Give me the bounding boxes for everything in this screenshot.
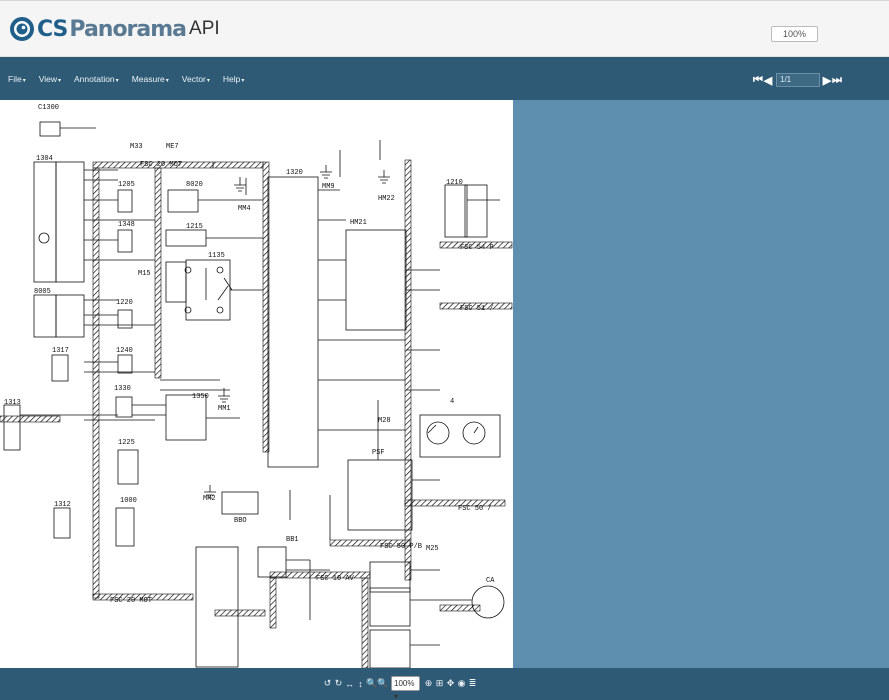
zoom-window-icon[interactable]: ⊕ [424, 678, 433, 688]
schematic-label: 1240 [116, 347, 133, 355]
menu-view[interactable]: View▾ [39, 74, 61, 84]
prev-page-icon[interactable]: ◀ [763, 74, 773, 87]
rotate-left-icon[interactable]: ↺ [323, 678, 332, 688]
schematic-label: MM4 [238, 205, 251, 213]
zoom-select[interactable]: 100% ▾ [391, 676, 420, 700]
schematic-label: BB1 [286, 536, 299, 544]
caret-down-icon: ▾ [241, 77, 245, 84]
schematic-label: FSC 50 P/B [380, 543, 422, 551]
menu-annotation[interactable]: Annotation▾ [74, 74, 119, 84]
fit-width-icon[interactable]: ↔ [345, 678, 354, 689]
zoom-box-icon[interactable]: ⊞ [435, 678, 444, 688]
schematic-label: 1000 [120, 497, 137, 505]
harness-bundles [0, 159, 513, 668]
menu-file[interactable]: File▾ [8, 74, 26, 84]
schematic-label: FSC 54 P [460, 244, 494, 252]
caret-down-icon: ▾ [58, 77, 62, 84]
wires [20, 127, 500, 646]
zoom-out-icon[interactable]: 🔍 [377, 678, 389, 688]
schematic-label: 8005 [34, 288, 51, 296]
chevron-down-icon: ▾ [394, 692, 399, 700]
view-tools: ↺ ↻ ↔ ↕ 🔍 🔍 100% ▾ ⊕ ⊞ ✥ ◉ ≣ [322, 676, 478, 700]
caret-down-icon: ▾ [165, 77, 169, 84]
schematic-label: C1300 [38, 104, 59, 112]
schematic-label: 1205 [118, 181, 135, 189]
caret-down-icon: ▾ [22, 77, 26, 84]
panorama-eye-icon [10, 17, 34, 41]
bottom-toolbar: ↺ ↻ ↔ ↕ 🔍 🔍 100% ▾ ⊕ ⊞ ✥ ◉ ≣ [0, 668, 889, 700]
schematic-label: HM21 [350, 219, 367, 227]
schematic-label: MM2 [203, 495, 216, 503]
zoom-select-value: 100% [394, 679, 415, 688]
page-navigator: ⏮ ◀ 1/1 ▶ ⏭ [753, 73, 842, 87]
schematic-label: 1313 [4, 399, 21, 407]
fit-height-icon[interactable]: ↕ [358, 678, 363, 689]
schematic-label: M33 [130, 143, 143, 151]
logo-panorama-text: Panorama [69, 16, 187, 42]
header-bar: CS Panorama API 100% [0, 0, 889, 57]
ground-symbols [204, 165, 390, 499]
schematic-label: 8020 [186, 181, 203, 189]
first-page-icon[interactable]: ⏮ [753, 73, 763, 86]
schematic-label: CA [486, 577, 495, 585]
schematic-label: 1225 [118, 439, 135, 447]
menu-view-label: View [38, 73, 57, 84]
schematic-label: 1350 [192, 393, 209, 401]
schematic-label: BBO [234, 517, 247, 525]
schematic-label: 1220 [116, 299, 133, 307]
schematic-label: 1304 [36, 155, 53, 163]
schematic-label: 1215 [186, 223, 203, 231]
logo-api-text: API [189, 18, 220, 39]
menu-file-label: File [8, 73, 22, 84]
schematic-label: ME7 [166, 143, 179, 151]
component-boxes [3, 121, 505, 668]
schematic-label: FSC 20 MOT [110, 597, 152, 605]
schematic-label: FSC 51 / [460, 305, 494, 313]
menu-vector-label: Vector [181, 73, 206, 84]
schematic-label: 1317 [52, 347, 69, 355]
page-number-field[interactable]: 1/1 [776, 73, 820, 87]
pan-icon[interactable]: ✥ [446, 678, 455, 688]
schematic-label: 1320 [286, 169, 303, 177]
main-menu: File▾ View▾ Annotation▾ Measure▾ Vector▾… [8, 57, 257, 100]
schematic-label: 1210 [446, 179, 463, 187]
zoom-level-field[interactable]: 100% [771, 26, 818, 42]
schematic-label: PSF [372, 449, 385, 457]
schematic-label: 1330 [114, 385, 131, 393]
schematic-label: FSC 50 / [458, 505, 492, 513]
menu-annotation-label: Annotation [74, 73, 115, 84]
magnifier-icon[interactable]: ◉ [457, 678, 466, 688]
logo-cs-text: CS [37, 16, 68, 42]
schematic-label: MM1 [218, 405, 231, 413]
menu-measure[interactable]: Measure▾ [132, 74, 169, 84]
caret-down-icon: ▾ [115, 77, 119, 84]
layers-icon[interactable]: ≣ [468, 678, 477, 688]
menu-vector[interactable]: Vector▾ [182, 74, 210, 84]
menu-help[interactable]: Help▾ [223, 74, 245, 84]
schematic-label: 1312 [54, 501, 71, 509]
zoom-in-icon[interactable]: 🔍 [366, 678, 378, 688]
schematic-label: 1135 [208, 252, 225, 260]
schematic-label: M28 [378, 417, 391, 425]
menu-bar: File▾ View▾ Annotation▾ Measure▾ Vector▾… [0, 57, 889, 100]
schematic-label: MM9 [322, 183, 335, 191]
schematic-label: 4 [450, 398, 454, 406]
schematic-label: FSC 20 MOT [140, 161, 182, 169]
schematic-label: FSC 10 AV [316, 575, 355, 583]
menu-measure-label: Measure [131, 73, 165, 84]
app-logo: CS Panorama API [9, 16, 220, 42]
schematic-label: M15 [138, 270, 151, 278]
schematic-label: 1348 [118, 221, 135, 229]
menu-help-label: Help [222, 73, 241, 84]
last-page-icon[interactable]: ⏭ [832, 73, 842, 86]
schematic-label: M25 [426, 545, 439, 553]
schematic-label: HM22 [378, 195, 395, 203]
next-page-icon[interactable]: ▶ [822, 74, 832, 87]
rotate-right-icon[interactable]: ↻ [334, 678, 343, 688]
caret-down-icon: ▾ [206, 77, 210, 84]
